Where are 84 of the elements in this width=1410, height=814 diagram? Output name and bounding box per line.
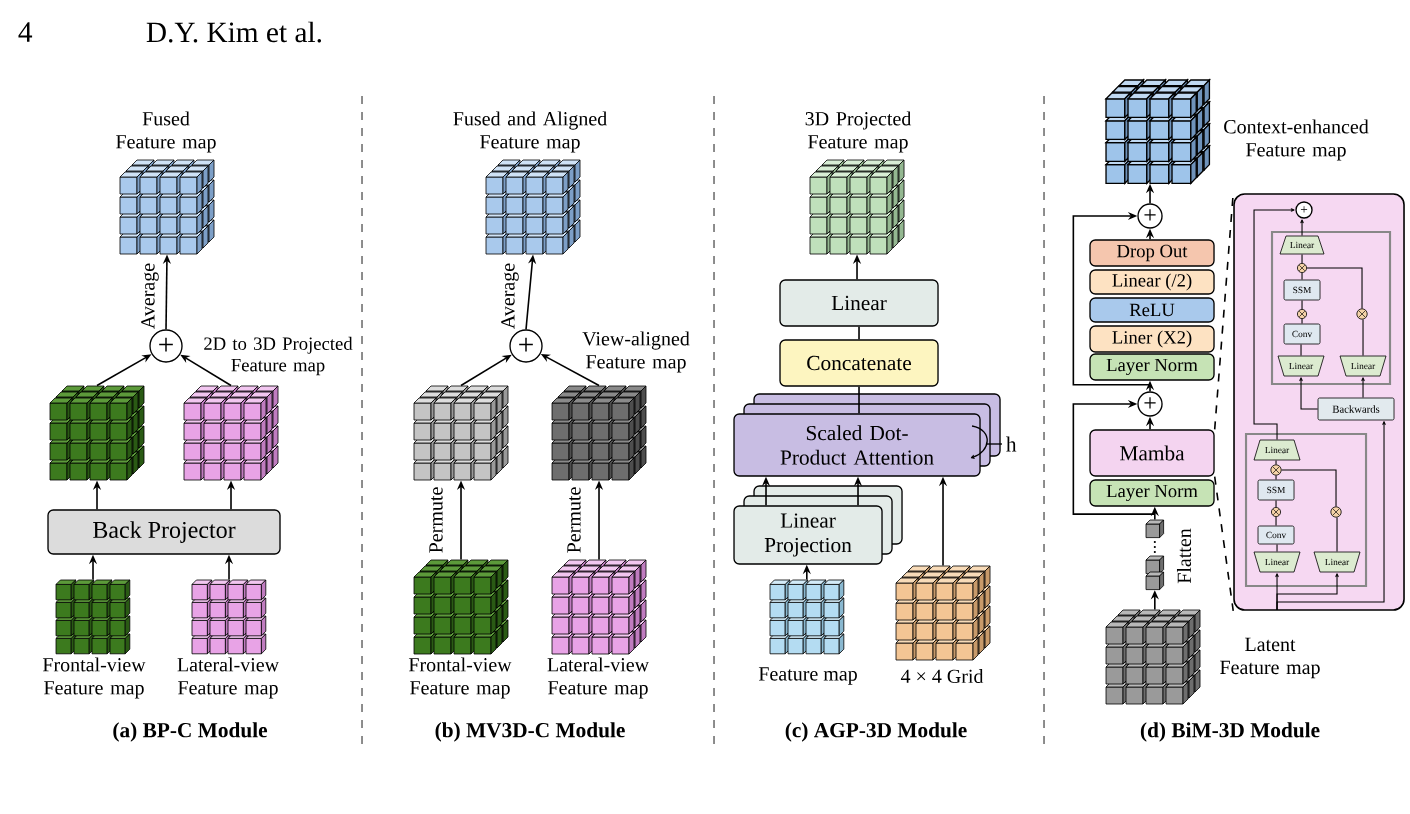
connector-line bbox=[1275, 499, 1277, 508]
feature-map-label: 3D Projected Feature map bbox=[805, 111, 912, 153]
feature-cube-drawing bbox=[183, 385, 279, 481]
operator-circle bbox=[1270, 464, 1282, 476]
block-frame bbox=[1270, 230, 1392, 386]
process-box: Linear bbox=[779, 279, 939, 327]
subfigure-caption: (b) MV3D-C Module bbox=[435, 722, 625, 742]
connector-line bbox=[1281, 469, 1337, 507]
process-box: Scaled Dot-Product Attention bbox=[733, 393, 1001, 477]
arrow bbox=[1253, 208, 1295, 440]
annotation-label: View-aligned Feature map bbox=[582, 331, 690, 373]
process-box: Liner (X2) bbox=[1089, 325, 1215, 353]
feature-map-label: Latent Feature map bbox=[1220, 637, 1320, 679]
edge-label: Permute bbox=[429, 487, 443, 553]
feature-grid-drawing bbox=[191, 579, 267, 655]
edge-label: Average bbox=[501, 263, 519, 329]
feature-cube-drawing bbox=[551, 559, 647, 655]
feature-cube-drawing bbox=[49, 385, 145, 481]
feature-map-label: Feature map bbox=[758, 667, 857, 685]
subfigure-caption: (c) AGP-3D Module bbox=[785, 722, 967, 742]
zoom-line bbox=[1213, 192, 1234, 431]
subfigure-caption: (a) BP-C Module bbox=[113, 722, 268, 742]
operator-circle bbox=[1330, 506, 1342, 518]
arrow bbox=[1299, 377, 1319, 410]
connector-line bbox=[1301, 254, 1303, 264]
feature-map-label: Frontal-view Feature map bbox=[408, 657, 512, 699]
annotation-label: Flatten bbox=[1177, 528, 1192, 584]
operator-circle bbox=[1271, 507, 1281, 517]
feature-cube-drawing bbox=[551, 385, 647, 481]
process-box: Mamba bbox=[1089, 429, 1215, 477]
arrow bbox=[1072, 399, 1156, 515]
arrow bbox=[1300, 219, 1304, 236]
process-box: Layer Norm bbox=[1089, 479, 1215, 507]
connector-line bbox=[1275, 475, 1277, 481]
connector-line bbox=[1275, 516, 1277, 527]
connector-line bbox=[1301, 299, 1303, 310]
process-box: ReLU bbox=[1089, 297, 1215, 323]
feature-grid-drawing bbox=[769, 579, 845, 655]
zoom-line bbox=[1213, 475, 1234, 612]
connector-line bbox=[858, 385, 860, 415]
feature-map-label: Fused Feature map bbox=[116, 111, 216, 153]
operator-circle bbox=[1297, 263, 1308, 273]
process-box: Drop Out bbox=[1089, 239, 1215, 267]
feature-map-label: 4 × 4 Grid bbox=[900, 668, 984, 684]
connector-line bbox=[1306, 267, 1363, 309]
feature-cube-drawing bbox=[485, 159, 581, 255]
edge-label: Permute bbox=[567, 487, 581, 553]
connector-line bbox=[1275, 460, 1277, 465]
running-head: D.Y. Kim et al. bbox=[146, 21, 321, 43]
block-frame bbox=[1244, 432, 1368, 588]
feature-map-label: Context-enhanced Feature map bbox=[1224, 119, 1369, 161]
connector-line bbox=[1276, 543, 1278, 552]
feature-cube-drawing bbox=[119, 159, 215, 255]
process-box: Layer Norm bbox=[1089, 353, 1215, 381]
feature-grid-drawing bbox=[55, 579, 131, 655]
operator-circle bbox=[1356, 308, 1368, 320]
connector-line bbox=[1301, 272, 1303, 281]
arrow bbox=[1276, 421, 1386, 611]
connector-line bbox=[1301, 318, 1303, 325]
process-box: Back Projector bbox=[47, 509, 281, 555]
feature-cube-drawing bbox=[895, 565, 991, 661]
page-number: 4 bbox=[18, 22, 33, 42]
feature-cube-drawing bbox=[413, 559, 509, 655]
connector-line bbox=[858, 325, 860, 341]
connector-line bbox=[1300, 343, 1302, 356]
feature-cube-drawing bbox=[809, 159, 905, 255]
annotation-label: 2D to 3D Projected Feature map bbox=[204, 336, 353, 376]
operator-circle bbox=[1297, 309, 1308, 319]
connector-line bbox=[1362, 319, 1364, 356]
feature-map-label: Frontal-view Feature map bbox=[42, 657, 146, 699]
arrow bbox=[1361, 377, 1365, 399]
process-box: Linear Projection bbox=[733, 485, 903, 565]
token-stack-drawing bbox=[1145, 519, 1164, 590]
feature-map-label: Fused and Aligned Feature map bbox=[453, 111, 607, 153]
feature-cube-drawing bbox=[1105, 609, 1201, 705]
feature-cube-drawing bbox=[413, 385, 509, 481]
feature-map-label: Lateral-view Feature map bbox=[547, 657, 649, 699]
edge-label: Average bbox=[141, 263, 159, 329]
process-box: Linear (/2) bbox=[1089, 269, 1215, 295]
arrow bbox=[1072, 211, 1151, 386]
subfigure-caption: (d) BiM-3D Module bbox=[1140, 722, 1320, 742]
process-box: Concatenate bbox=[779, 339, 939, 387]
feature-map-label: Lateral-view Feature map bbox=[177, 657, 279, 699]
connector-line bbox=[1336, 517, 1338, 552]
